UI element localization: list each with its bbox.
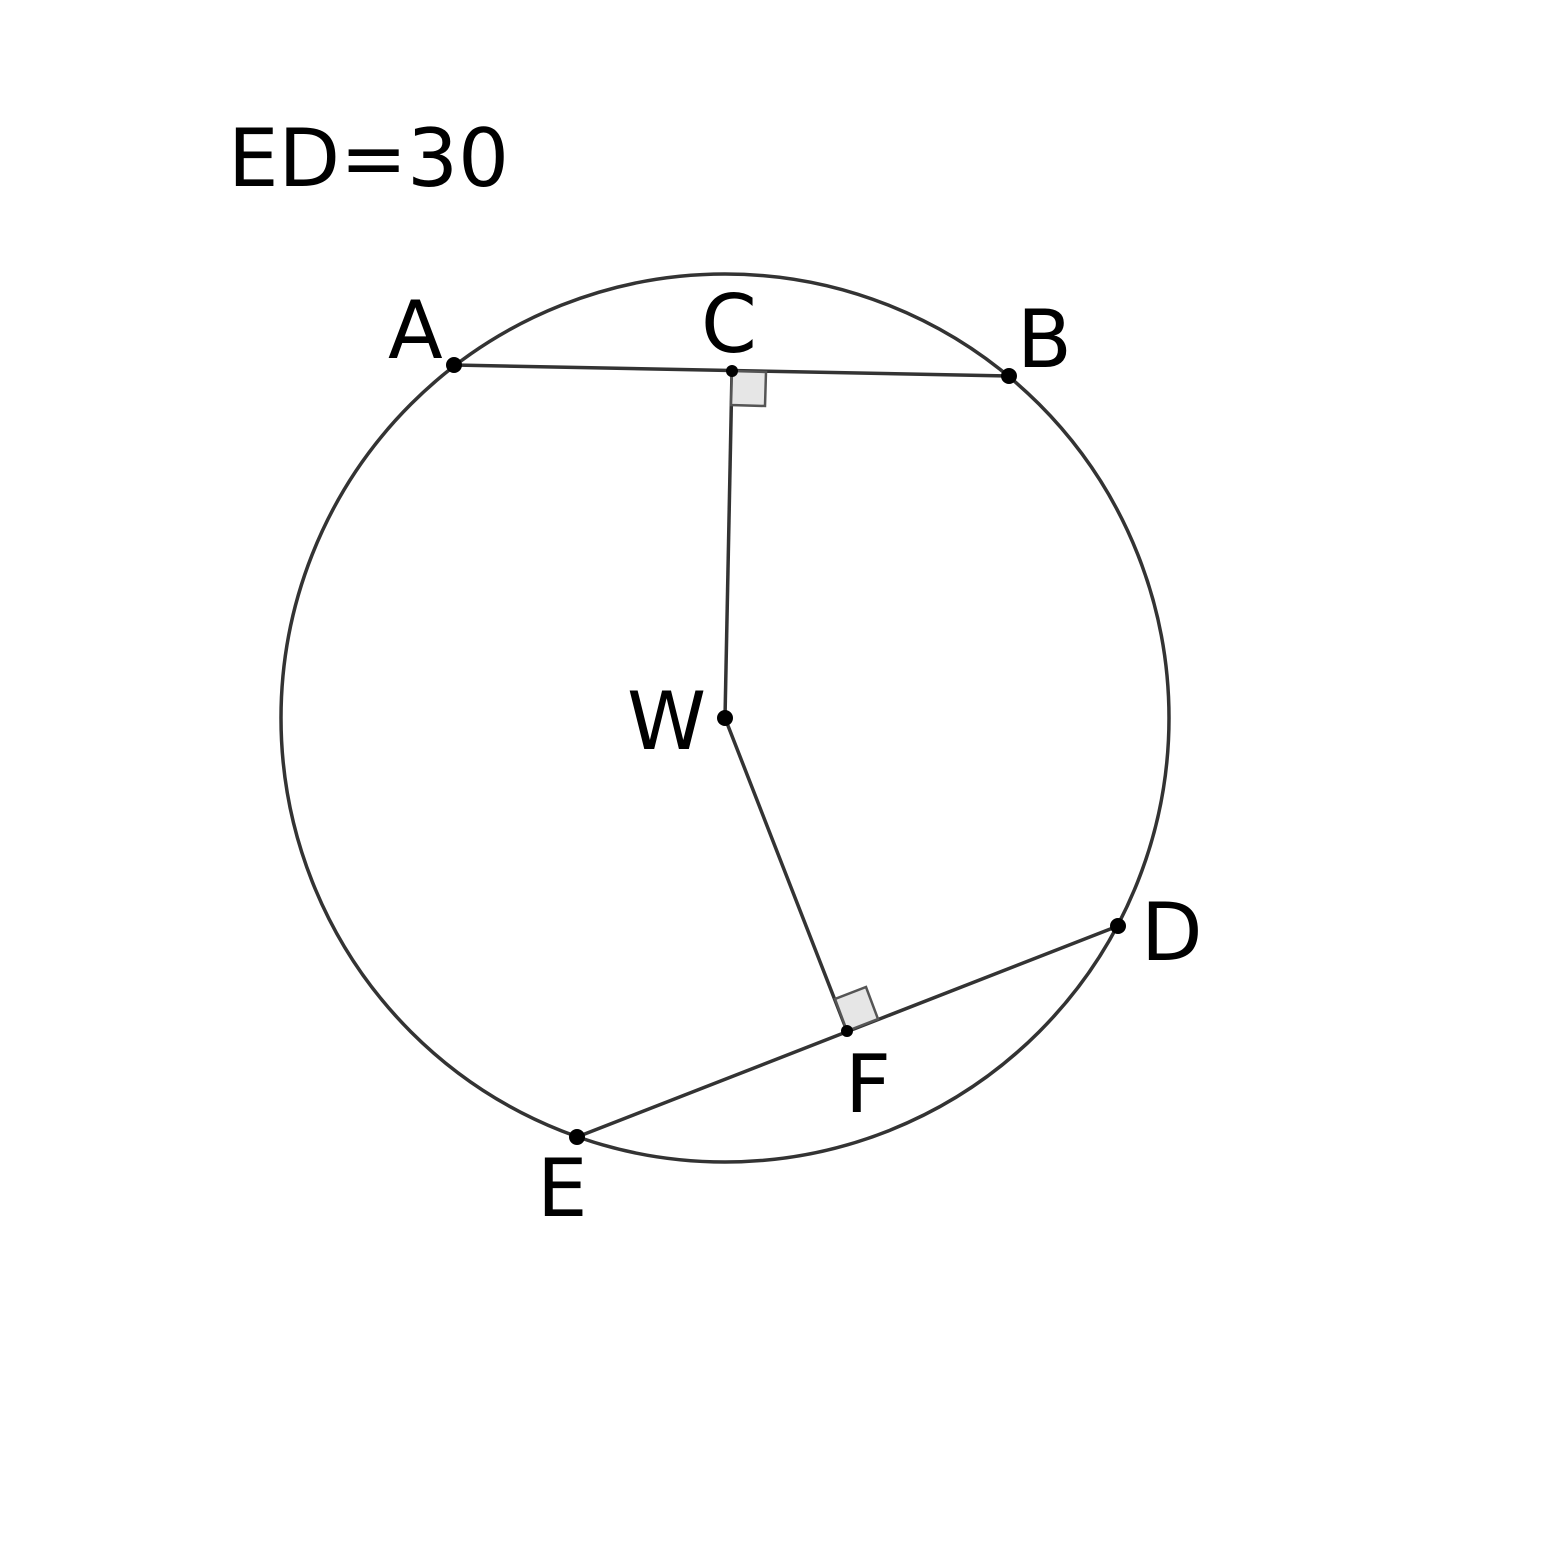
label-a: A (388, 284, 443, 377)
segment-wf (723, 717, 849, 1032)
label-c: C (701, 278, 757, 371)
label-e: E (537, 1142, 588, 1235)
label-f: F (845, 1038, 891, 1131)
point-w (717, 710, 733, 726)
point-f (841, 1025, 853, 1037)
point-d (1110, 918, 1126, 934)
label-d: D (1141, 886, 1203, 979)
point-e (569, 1129, 585, 1145)
label-w: W (627, 675, 706, 768)
right-angle-mark-f (833, 985, 880, 1033)
given-ed-length: ED=30 (228, 112, 509, 205)
circle-w (279, 272, 1171, 1164)
point-c (726, 365, 738, 377)
point-a (446, 357, 462, 373)
segment-wc (723, 370, 734, 719)
label-b: B (1017, 293, 1072, 386)
right-angle-mark-c (729, 369, 768, 408)
point-b (1001, 368, 1017, 384)
